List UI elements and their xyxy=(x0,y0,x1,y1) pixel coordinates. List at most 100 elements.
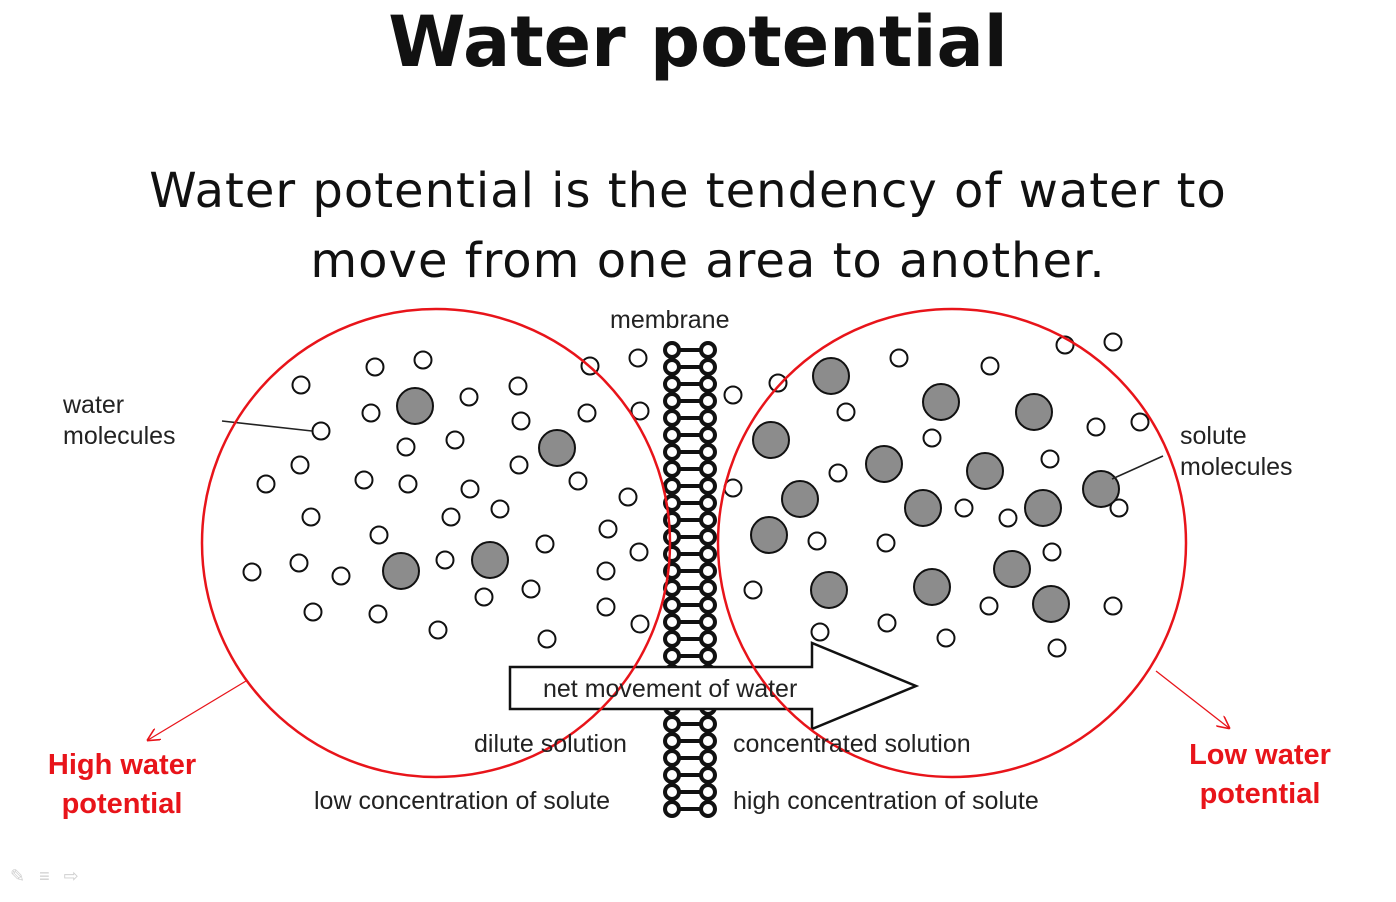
membrane-lipid-head xyxy=(699,579,717,597)
water-molecule xyxy=(459,387,479,407)
solute-molecule xyxy=(750,516,788,554)
high-water-potential-label: High water potential xyxy=(20,746,224,824)
membrane-lipid-head xyxy=(699,511,717,529)
low-potential-circle xyxy=(716,307,1188,779)
solute-molecule xyxy=(752,421,790,459)
membrane-lipid-head xyxy=(663,613,681,631)
membrane-lipid-head xyxy=(663,375,681,393)
membrane-lipid-head xyxy=(663,545,681,563)
membrane-lipid-head xyxy=(663,647,681,665)
solute-molecule xyxy=(1032,585,1070,623)
water-molecule xyxy=(290,455,310,475)
membrane-lipid-head xyxy=(663,341,681,359)
solute-label-line-2: molecules xyxy=(1180,453,1293,481)
water-molecule xyxy=(509,455,529,475)
water-molecule xyxy=(828,463,848,483)
membrane-lipid-head xyxy=(699,630,717,648)
slide-title: Water potential xyxy=(388,1,1008,83)
water-molecule xyxy=(398,474,418,494)
water-molecule xyxy=(460,479,480,499)
solute-molecule xyxy=(1015,393,1053,431)
water-pointer-line xyxy=(221,420,313,432)
water-molecule xyxy=(511,411,531,431)
water-molecule xyxy=(413,350,433,370)
water-molecule xyxy=(256,474,276,494)
membrane-lipid-head xyxy=(663,426,681,444)
water-molecule xyxy=(474,587,494,607)
arrow-right-icon[interactable]: ⇨ xyxy=(63,866,93,886)
water-molecule xyxy=(980,356,1000,376)
high-potential-line-2: potential xyxy=(61,788,183,820)
water-molecule xyxy=(303,602,323,622)
membrane-lipid-head xyxy=(663,749,681,767)
membrane-lipid-head xyxy=(699,749,717,767)
slide-subtitle: Water potential is the tendency of water… xyxy=(60,156,1316,296)
membrane-lipid-head xyxy=(699,409,717,427)
water-molecule xyxy=(490,499,510,519)
net-movement-arrow xyxy=(508,641,920,731)
water-molecule xyxy=(598,519,618,539)
membrane-lipid-head xyxy=(663,766,681,784)
membrane-lipid-head xyxy=(663,477,681,495)
membrane-lipid-head xyxy=(699,426,717,444)
solute-molecule xyxy=(538,429,576,467)
membrane-lipid-head xyxy=(699,732,717,750)
solute-molecule xyxy=(993,550,1031,588)
solute-molecule xyxy=(922,383,960,421)
solute-molecule xyxy=(1082,470,1120,508)
membrane xyxy=(663,341,717,818)
pen-icon[interactable]: ✎ xyxy=(10,866,40,886)
membrane-lipid-head xyxy=(699,596,717,614)
water-molecule xyxy=(596,561,616,581)
membrane-lipid-head xyxy=(699,562,717,580)
left-solution-label: dilute solution xyxy=(474,730,627,758)
solute-pointer-line xyxy=(1111,455,1164,480)
membrane-lipid-head xyxy=(699,460,717,478)
membrane-lipid-head xyxy=(699,613,717,631)
solute-molecules-label: solute molecules xyxy=(1180,421,1293,483)
water-molecule xyxy=(810,622,830,642)
water-molecule xyxy=(889,348,909,368)
water-molecule xyxy=(521,579,541,599)
membrane-lipid-head xyxy=(663,596,681,614)
solute-molecule xyxy=(781,480,819,518)
right-concentration-label: high concentration of solute xyxy=(733,787,1039,815)
membrane-lipid-head xyxy=(699,477,717,495)
subtitle-line-2: move from one area to another. xyxy=(310,233,1106,289)
water-molecule xyxy=(807,531,827,551)
high-potential-line-1: High water xyxy=(47,749,197,781)
membrane-lipid-head xyxy=(699,528,717,546)
membrane-lipid-head xyxy=(663,409,681,427)
membrane-lipid-head xyxy=(663,528,681,546)
membrane-lipid-head xyxy=(699,800,717,818)
solute-molecule xyxy=(865,445,903,483)
low-potential-line-2: potential xyxy=(1199,778,1321,810)
water-molecule xyxy=(311,421,331,441)
water-molecule xyxy=(922,428,942,448)
water-molecule xyxy=(723,385,743,405)
water-molecule xyxy=(630,614,650,634)
membrane-lipid-head xyxy=(663,392,681,410)
membrane-lipid-head xyxy=(699,494,717,512)
water-molecule xyxy=(369,525,389,545)
water-molecule xyxy=(1047,638,1067,658)
water-molecule xyxy=(1086,417,1106,437)
membrane-lipid-head xyxy=(663,732,681,750)
low-potential-pointer xyxy=(1155,670,1229,728)
water-molecule xyxy=(998,508,1018,528)
water-molecule xyxy=(1103,332,1123,352)
solute-molecule xyxy=(396,387,434,425)
water-molecule xyxy=(628,348,648,368)
menu-icon[interactable]: ≡ xyxy=(39,866,64,886)
water-molecule xyxy=(445,430,465,450)
membrane-lipid-head xyxy=(699,443,717,461)
water-molecule xyxy=(1040,449,1060,469)
net-movement-label: net movement of water xyxy=(543,675,798,703)
solute-molecules xyxy=(382,357,1120,623)
membrane-label: membrane xyxy=(610,306,730,334)
membrane-lipid-head xyxy=(663,783,681,801)
membrane-lipid-head xyxy=(699,375,717,393)
membrane-lipid-head xyxy=(699,766,717,784)
membrane-lipid-head xyxy=(699,392,717,410)
water-molecule xyxy=(743,580,763,600)
